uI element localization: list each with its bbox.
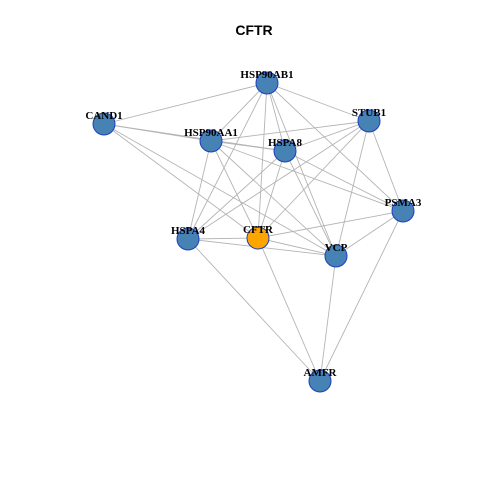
edge-layer (103, 82, 404, 382)
node-hspa4[interactable]: HSPA4 (171, 225, 206, 251)
edge-hsp90aa1-vcp (210, 140, 337, 257)
edge-stub1-hspa8 (284, 120, 370, 152)
node-hspa8[interactable]: HSPA8 (268, 137, 303, 163)
node-cftr[interactable]: CFTR (243, 224, 274, 250)
node-label-cand1: CAND1 (85, 110, 122, 122)
edge-cftr-amfr (257, 237, 321, 382)
node-circle-psma3[interactable] (391, 199, 415, 223)
node-label-stub1: STUB1 (352, 107, 386, 119)
node-circle-stub1[interactable] (357, 109, 381, 133)
node-circle-amfr[interactable] (308, 369, 332, 393)
edge-hsp90ab1-hsp90aa1 (210, 82, 268, 142)
edge-hsp90aa1-cftr (210, 140, 259, 239)
edge-hsp90ab1-hspa4 (187, 82, 268, 240)
node-label-vcp: VCP (325, 242, 348, 254)
graph-title: CFTR (235, 22, 272, 38)
node-vcp[interactable]: VCP (324, 242, 348, 268)
edge-hsp90aa1-psma3 (210, 140, 404, 212)
node-label-psma3: PSMA3 (385, 197, 422, 209)
edge-hspa8-cftr (257, 150, 286, 239)
edge-hsp90ab1-stub1 (266, 82, 370, 122)
edge-stub1-hsp90aa1 (210, 120, 370, 142)
node-circle-cand1[interactable] (92, 112, 116, 136)
edge-hspa4-cftr (187, 237, 259, 240)
edge-vcp-amfr (319, 255, 337, 382)
node-circle-hspa8[interactable] (273, 139, 297, 163)
node-label-amfr: AMFR (304, 367, 338, 379)
node-hsp90aa1[interactable]: HSP90AA1 (184, 127, 238, 153)
edge-stub1-hspa4 (187, 120, 370, 240)
edge-hsp90aa1-hspa8 (210, 140, 286, 152)
node-label-hspa8: HSPA8 (268, 137, 303, 149)
edge-hspa8-psma3 (284, 150, 404, 212)
node-hsp90ab1[interactable]: HSP90AB1 (240, 69, 294, 95)
edge-cand1-vcp (103, 123, 337, 257)
node-circle-hsp90ab1[interactable] (255, 71, 279, 95)
node-label-hsp90ab1: HSP90AB1 (240, 69, 293, 81)
edge-hsp90aa1-hspa4 (187, 140, 212, 240)
node-circle-vcp[interactable] (324, 244, 348, 268)
edge-hspa8-hspa4 (187, 150, 286, 240)
edge-psma3-amfr (319, 210, 404, 382)
node-circle-hsp90aa1[interactable] (199, 129, 223, 153)
edge-hsp90ab1-psma3 (266, 82, 404, 212)
node-cand1[interactable]: CAND1 (85, 110, 123, 136)
edge-cftr-psma3 (257, 210, 404, 239)
edge-stub1-vcp (335, 120, 370, 257)
node-stub1[interactable]: STUB1 (352, 107, 386, 133)
edge-hspa8-vcp (284, 150, 337, 257)
node-amfr[interactable]: AMFR (304, 367, 338, 393)
node-label-hspa4: HSPA4 (171, 225, 206, 237)
edge-cand1-cftr (103, 123, 259, 239)
edge-vcp-psma3 (335, 210, 404, 257)
edge-hsp90ab1-vcp (266, 82, 337, 257)
node-label-cftr: CFTR (243, 224, 274, 236)
edge-cftr-vcp (257, 237, 337, 257)
edge-stub1-psma3 (368, 120, 404, 212)
node-psma3[interactable]: PSMA3 (385, 197, 422, 223)
edge-hsp90ab1-cand1 (103, 82, 268, 125)
edge-hsp90ab1-hspa8 (266, 82, 286, 152)
edge-hspa4-amfr (187, 238, 321, 382)
edge-stub1-cftr (257, 120, 370, 239)
node-label-hsp90aa1: HSP90AA1 (184, 127, 238, 139)
node-circle-cftr[interactable] (246, 226, 270, 250)
node-circle-hspa4[interactable] (176, 227, 200, 251)
